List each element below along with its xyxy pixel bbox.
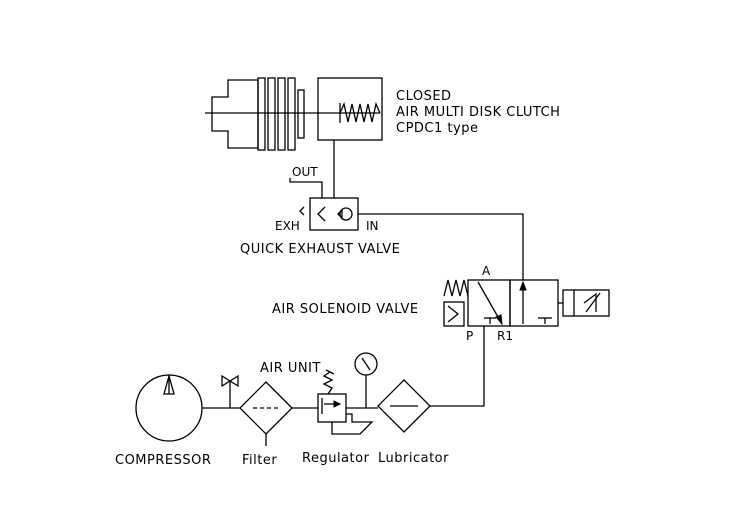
lubricator-symbol bbox=[377, 379, 431, 433]
regulator-label: Regulator bbox=[302, 451, 370, 466]
regulator-symbol bbox=[317, 369, 374, 435]
qev-title: QUICK EXHAUST VALVE bbox=[240, 242, 400, 257]
filter-symbol bbox=[221, 374, 293, 446]
qev-in-label: IN bbox=[366, 219, 379, 233]
pipe-solenoid-to-lubricator bbox=[430, 326, 485, 407]
clutch-label-line2: AIR MULTI DISK CLUTCH bbox=[396, 105, 560, 120]
compressor-symbol bbox=[135, 373, 203, 442]
solenoid-valve-symbol bbox=[443, 279, 610, 327]
solenoid-port-r1: R1 bbox=[497, 329, 513, 343]
air-unit-title: AIR UNIT bbox=[260, 361, 321, 376]
filter-label: Filter bbox=[242, 453, 277, 468]
pressure-gauge-icon bbox=[354, 352, 378, 408]
qev-out-label: OUT bbox=[292, 165, 318, 179]
clutch-label-line3: CPDC1 type bbox=[396, 121, 478, 136]
pipe-qev-to-solenoid bbox=[358, 213, 524, 280]
lubricator-label: Lubricator bbox=[378, 451, 449, 466]
solenoid-port-p: P bbox=[466, 329, 473, 343]
clutch-label-line1: CLOSED bbox=[396, 89, 452, 104]
compressor-label: COMPRESSOR bbox=[115, 453, 211, 468]
quick-exhaust-valve-symbol bbox=[289, 178, 359, 231]
solenoid-title: AIR SOLENOID VALVE bbox=[272, 302, 419, 317]
clutch-symbol bbox=[205, 77, 383, 151]
solenoid-port-a: A bbox=[482, 264, 491, 278]
qev-exh-label: EXH bbox=[275, 219, 300, 233]
